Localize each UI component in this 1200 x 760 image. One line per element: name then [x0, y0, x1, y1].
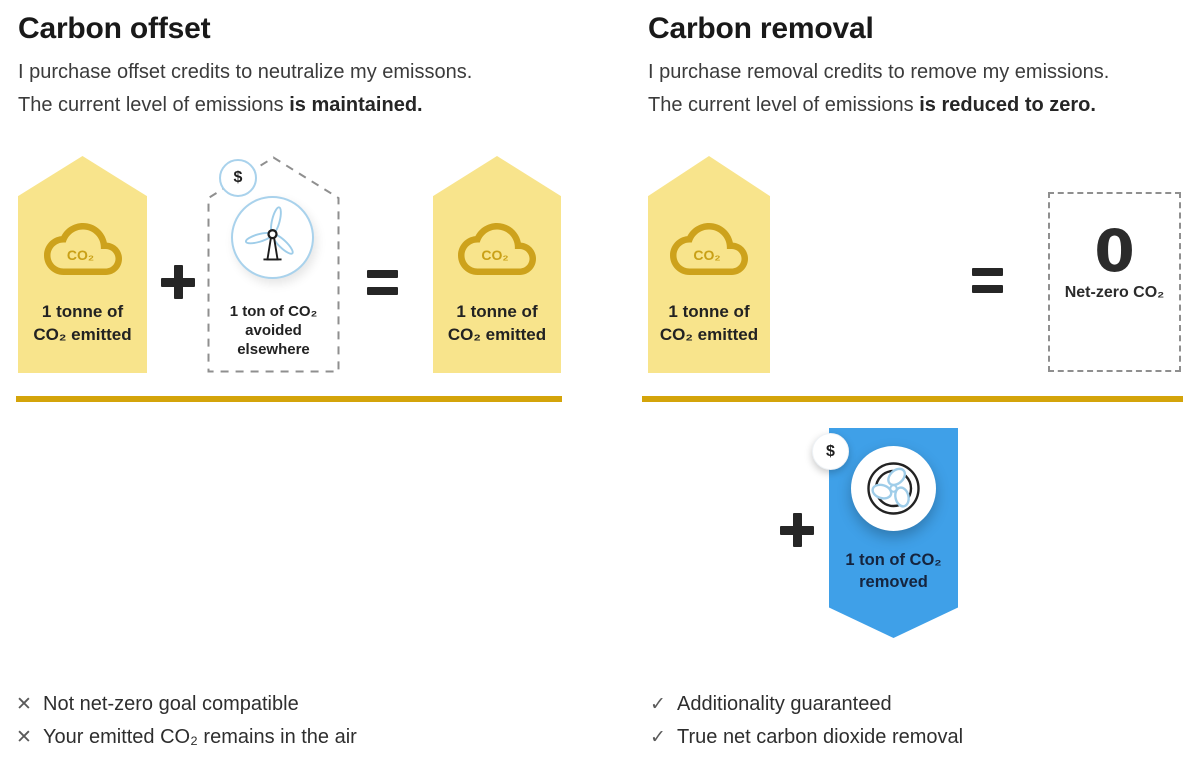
check-icon: ✓: [650, 727, 666, 748]
list-item: ✕ Your emitted CO₂ remains in the air: [16, 721, 357, 754]
equals-icon: [972, 268, 1003, 293]
offset-card-line3: elsewhere: [237, 341, 310, 358]
con-text: Not net-zero goal compatible: [43, 693, 299, 715]
wind-turbine-icon: [231, 196, 314, 279]
emitter-label: 1 tonne of CO₂ emitted: [18, 300, 147, 346]
pro-text: Additionality guaranteed: [677, 693, 892, 715]
co2-cloud-text: CO₂: [66, 247, 95, 263]
panel-subtitle: I purchase removal credits to remove my …: [648, 56, 1200, 122]
subtitle-line2: The current level of emissions: [18, 94, 284, 116]
removal-label-line2: removed: [859, 573, 928, 591]
dollar-sign: $: [233, 169, 243, 186]
co2-cloud-text: CO₂: [481, 247, 509, 263]
netzero-box: 0 Net-zero CO₂: [1048, 192, 1181, 372]
removal-label-line1: 1 ton of CO₂: [845, 551, 942, 569]
emitter-house-1: CO₂ 1 tonne of CO₂ emitted: [18, 156, 147, 373]
zero-value: 0: [1094, 217, 1135, 285]
dollar-badge-icon: $: [219, 159, 257, 197]
check-icon: ✓: [650, 694, 666, 715]
emitter-label-line1: 1 tonne of: [41, 302, 124, 321]
emitter-label-line2: CO₂ emitted: [447, 325, 547, 344]
emitter-label-line1: 1 tonne of: [456, 302, 538, 321]
emitter-label: 1 tonne of CO₂ emitted: [433, 300, 561, 346]
pros-list: ✓ Additionality guaranteed ✓ True net ca…: [650, 688, 963, 754]
co2-cloud-icon: CO₂: [670, 216, 748, 282]
co2-cloud-text: CO₂: [693, 247, 721, 263]
plus-icon: [161, 265, 195, 299]
gold-divider-right: [642, 396, 1183, 402]
subtitle-line1: I purchase offset credits to neutralize …: [18, 61, 473, 83]
emitter-label-line2: CO₂ emitted: [33, 325, 132, 344]
emitter-label-line1: 1 tonne of: [668, 302, 750, 321]
emitter-house-2: CO₂ 1 tonne of CO₂ emitted: [433, 156, 561, 373]
subtitle-line2-bold: is maintained.: [289, 94, 423, 116]
gold-divider-left: [16, 396, 562, 402]
list-item: ✓ True net carbon dioxide removal: [650, 721, 963, 754]
cons-list: ✕ Not net-zero goal compatible ✕ Your em…: [16, 688, 357, 754]
cross-icon: ✕: [16, 694, 32, 715]
emitter-label: 1 tonne of CO₂ emitted: [648, 300, 770, 346]
equals-icon: [367, 270, 398, 295]
dollar-sign: $: [826, 442, 835, 460]
con-text: Your emitted CO₂ remains in the air: [43, 726, 357, 748]
emitter-label-line2: CO₂ emitted: [659, 325, 759, 344]
list-item: ✕ Not net-zero goal compatible: [16, 688, 357, 721]
co2-cloud-icon: CO₂: [458, 216, 536, 282]
cross-icon: ✕: [16, 727, 32, 748]
offset-card-line1: 1 ton of CO₂: [229, 303, 318, 320]
removal-banner-label: 1 ton of CO₂ removed: [829, 549, 958, 593]
page-title: Carbon offset: [18, 12, 211, 45]
plus-icon: [780, 513, 814, 547]
dollar-badge-icon: $: [812, 433, 849, 470]
subtitle-line2: The current level of emissions: [648, 94, 914, 116]
carbon-removal-fan-icon: [851, 446, 936, 531]
subtitle-line1: I purchase removal credits to remove my …: [648, 61, 1110, 83]
dashed-house-outline: [207, 156, 340, 373]
offset-card-label: 1 ton of CO₂ avoided elsewhere: [207, 302, 340, 359]
panel-subtitle: I purchase offset credits to neutralize …: [18, 56, 578, 122]
pro-text: True net carbon dioxide removal: [677, 726, 964, 748]
offset-credit-card: 1 ton of CO₂ avoided elsewhere: [207, 156, 340, 373]
netzero-label: Net-zero CO₂: [1064, 284, 1165, 301]
page-title: Carbon removal: [648, 12, 874, 45]
emitter-house-3: CO₂ 1 tonne of CO₂ emitted: [648, 156, 770, 373]
offset-card-line2: avoided: [245, 322, 302, 339]
subtitle-line2-bold: is reduced to zero.: [919, 94, 1096, 116]
co2-cloud-icon: CO₂: [43, 216, 122, 282]
list-item: ✓ Additionality guaranteed: [650, 688, 963, 721]
